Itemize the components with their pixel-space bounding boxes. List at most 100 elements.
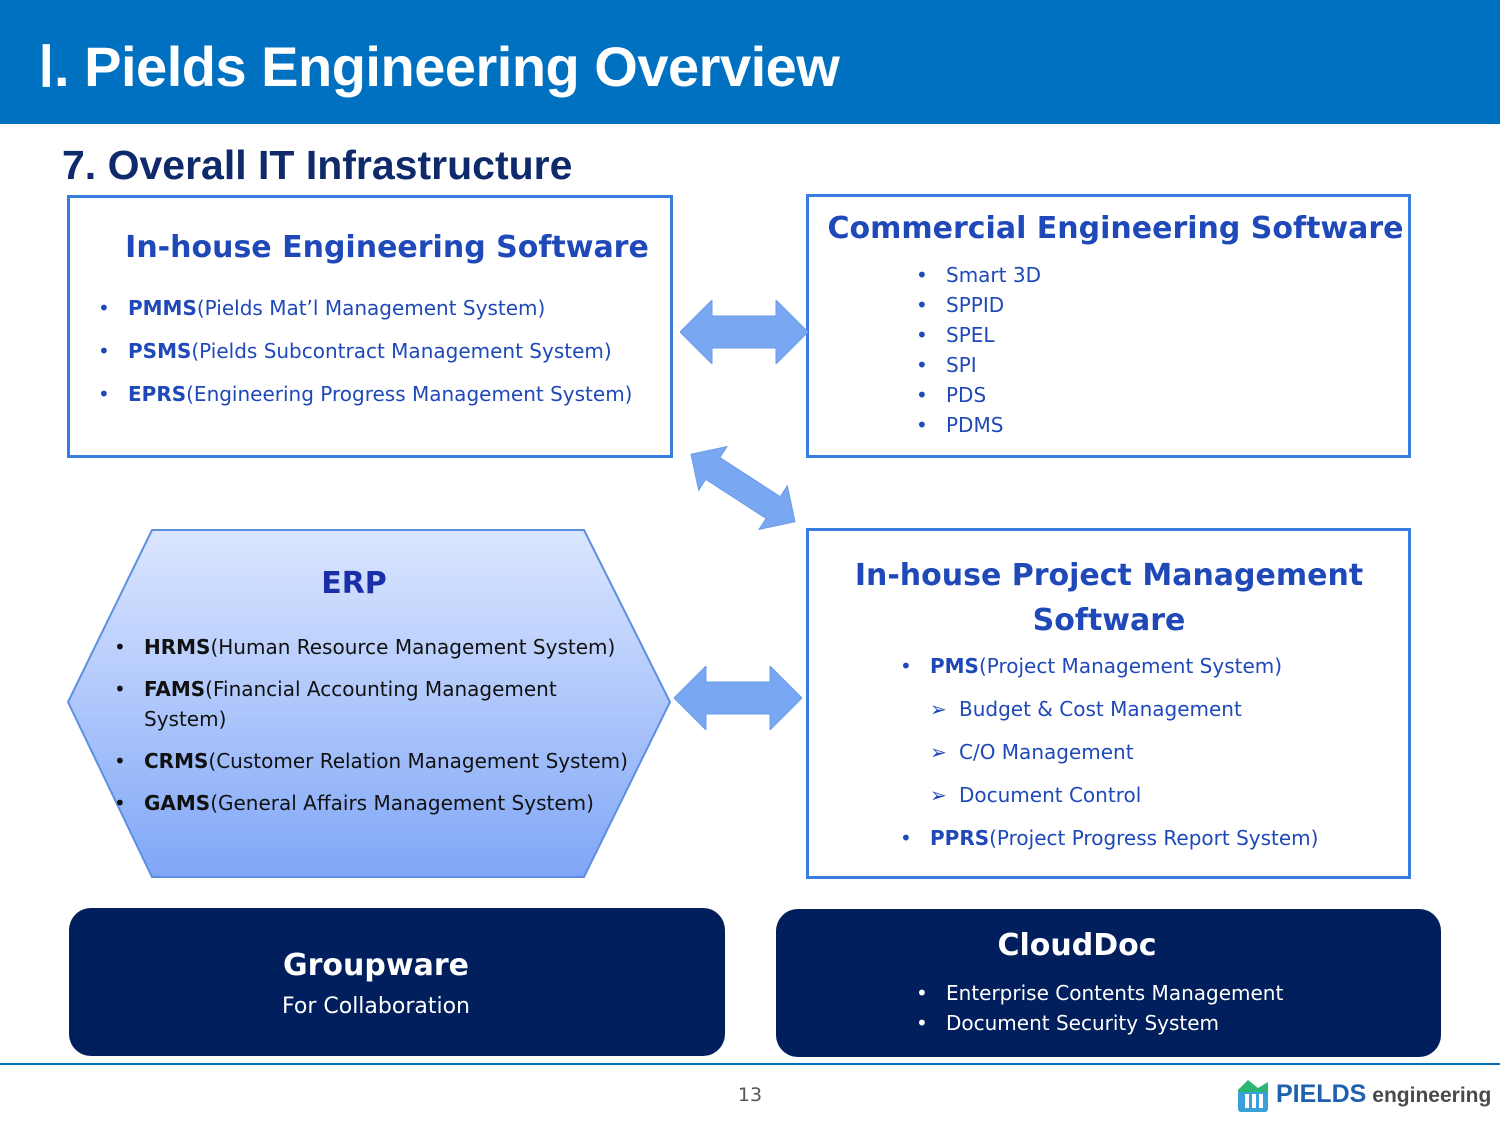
groupware-title: Groupware (283, 948, 469, 983)
title-line-2: Software (1032, 603, 1186, 638)
diagonal-double-arrow-icon (690, 445, 796, 531)
item-abbr: PSMS (128, 339, 192, 363)
double-arrow-icon (674, 666, 802, 730)
bullet-icon: • (916, 323, 928, 347)
erp-list: •HRMS(Human Resource Management System) … (114, 632, 628, 830)
inhouse-engineering-list: • PMMS(Pields Mat’l Management System) • P… (98, 296, 633, 425)
item-desc: (General Affairs Management System) (210, 791, 594, 815)
bullet-icon: • (916, 413, 928, 437)
commercial-engineering-list: • Smart 3D • SPPID • SPEL • SPI • PDS • PDMS (916, 263, 1041, 443)
list-item: • PDS (916, 383, 1041, 413)
item-label: PDMS (946, 413, 1004, 437)
arrow-bullet-icon: ➢ (930, 740, 947, 764)
bullet-icon: • (916, 383, 928, 407)
page-number: 13 (737, 1084, 763, 1106)
sub-item-label: Budget & Cost Management (959, 697, 1242, 721)
bullet-icon: • (114, 749, 126, 773)
bullet-icon: • (916, 263, 928, 287)
item-label: Smart 3D (946, 263, 1041, 287)
list-item: • Enterprise Contents Management (916, 981, 1284, 1011)
item-abbr: PMMS (128, 296, 197, 320)
list-item: • PPRS(Project Progress Report System) (900, 826, 1319, 869)
commercial-engineering-box: Commercial Engineering Software • Smart 3… (806, 194, 1411, 458)
bullet-icon: • (114, 791, 126, 815)
clouddoc-box: CloudDoc • Enterprise Contents Management… (776, 909, 1441, 1057)
item-desc-continued: System) (144, 707, 227, 731)
list-item: • SPPID (916, 293, 1041, 323)
bullet-icon: • (98, 296, 110, 320)
item-desc: (Engineering Progress Management System) (186, 382, 633, 406)
bullet-icon: • (916, 1011, 928, 1035)
item-desc: (Project Progress Report System) (989, 826, 1319, 850)
arrow-bullet-icon: ➢ (930, 697, 947, 721)
sub-list-item: ➢C/O Management (930, 740, 1318, 783)
item-desc: (Pields Mat’l Management System) (196, 296, 546, 320)
clouddoc-title: CloudDoc (997, 928, 1157, 963)
footer-divider (0, 1063, 1500, 1065)
sub-list-item: ➢ Budget & Cost Management (930, 697, 1318, 740)
item-abbr: EPRS (128, 382, 187, 406)
logo-text-primary: PIELDS (1276, 1080, 1367, 1108)
commercial-engineering-title: Commercial Engineering Software (827, 211, 1404, 246)
list-item: • Document Security System (916, 1011, 1283, 1041)
arrow-bullet-icon: ➢ (930, 783, 947, 807)
inhouse-pm-list: • PMS(Project Management System) ➢ Budget … (900, 654, 1319, 869)
list-item: • Smart 3D (916, 263, 1041, 293)
sub-item-label: Document Control (959, 783, 1142, 807)
item-desc: (Project Management System) (978, 654, 1283, 678)
item-abbr: FAMS (144, 677, 206, 701)
groupware-box: Groupware For Collaboration (69, 908, 725, 1056)
list-item: •GAMS(General Affairs Management System) (114, 788, 628, 818)
page-title: Ⅰ. Pields Engineering Overview (38, 35, 840, 98)
list-item: • HRMS(Human Resource Management System) (114, 632, 628, 662)
bullet-icon: • (900, 826, 912, 850)
list-item: • SPEL (916, 323, 1041, 353)
item-abbr: CRMS (144, 749, 209, 773)
bullet-icon: • (114, 635, 126, 659)
item-label: SPPID (946, 293, 1005, 317)
item-abbr: PMS (930, 654, 979, 678)
bullet-icon: • (916, 293, 928, 317)
logo-text-secondary: engineering (1372, 1084, 1492, 1107)
groupware-subtitle: For Collaboration (282, 994, 470, 1019)
list-item: • CRMS(Customer Relation Management Syste… (114, 746, 628, 776)
clouddoc-list: • Enterprise Contents Management • Documen… (916, 981, 1284, 1041)
item-label: Enterprise Contents Management (946, 981, 1284, 1005)
item-desc: (Financial Accounting Management (205, 677, 557, 701)
list-item: • PMS(Project Management System) (900, 654, 1318, 697)
bullet-icon: • (98, 382, 110, 406)
item-label: SPI (946, 353, 977, 377)
item-abbr: HRMS (144, 635, 211, 659)
list-item: •PSMS(Pields Subcontract Management Syst… (98, 339, 632, 382)
list-item: • EPRS(Engineering Progress Management Sy… (98, 382, 633, 425)
inhouse-engineering-title: In-house Engineering Software (125, 230, 649, 265)
item-label: SPEL (946, 323, 995, 347)
bullet-icon: • (900, 654, 912, 678)
title-line-1: In-house Project Management (854, 558, 1364, 593)
bullet-icon: • (916, 353, 928, 377)
header-bar (0, 0, 1500, 124)
list-item: • PDMS (916, 413, 1041, 443)
logo-mark-icon (1238, 1080, 1268, 1112)
bullet-icon: • (98, 339, 110, 363)
erp-title: ERP (321, 566, 387, 601)
sub-list-item: ➢ Document Control (930, 783, 1318, 826)
item-label: Document Security System (946, 1011, 1220, 1035)
bullet-icon: • (916, 981, 928, 1005)
section-title: 7. Overall IT Infrastructure (62, 142, 573, 188)
item-desc: (Human Resource Management System) (210, 635, 616, 659)
double-arrow-icon (680, 300, 808, 364)
item-desc: (Customer Relation Management System) (208, 749, 628, 773)
list-item: • SPI (916, 353, 1041, 383)
item-abbr: PPRS (930, 826, 990, 850)
list-item: • PMMS(Pields Mat’l Management System) (98, 296, 632, 339)
item-label: PDS (946, 383, 987, 407)
bullet-icon: • (114, 677, 126, 701)
inhouse-engineering-box: In-house Engineering Software • PMMS(Piel… (67, 195, 673, 458)
erp-hexagon: ERP • HRMS(Human Resource Management Syst… (66, 528, 674, 881)
